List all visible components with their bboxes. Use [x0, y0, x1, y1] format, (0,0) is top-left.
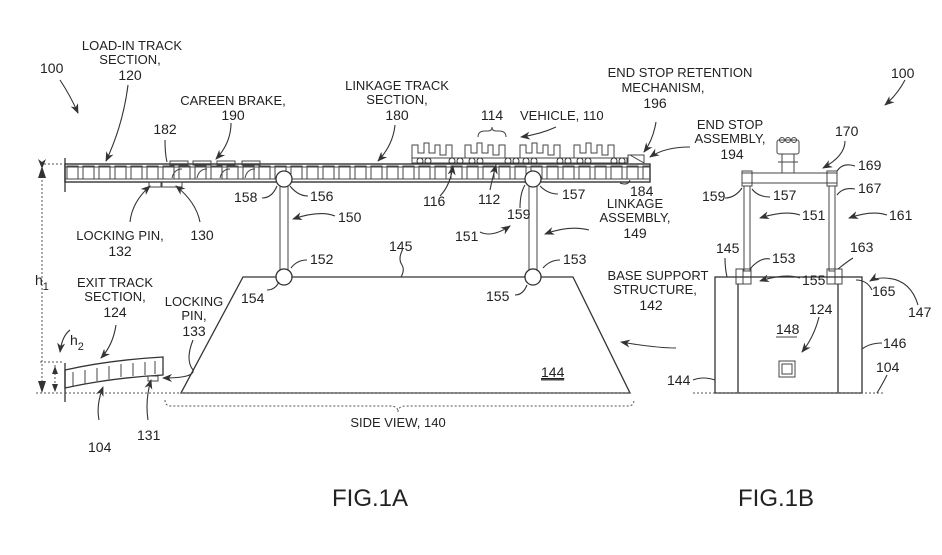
ref-104: 104 — [88, 439, 112, 455]
base-support-label-1: BASE SUPPORT — [608, 268, 709, 283]
ref-170: 170 — [835, 123, 859, 139]
ref-153: 153 — [563, 251, 587, 267]
ref-167: 167 — [858, 180, 882, 196]
end-stop-retention-label-1: END STOP RETENTION — [608, 65, 753, 80]
load-in-label-3: 120 — [118, 67, 142, 83]
side-view-label: SIDE VIEW, 140 — [350, 415, 445, 430]
careen-brake-blocks — [169, 160, 261, 179]
careen-brake-label-1: CAREEN BRAKE, — [180, 93, 285, 108]
base-box — [714, 276, 863, 394]
ref-151-b: 151 — [802, 207, 826, 223]
linkage-track-label-1: LINKAGE TRACK — [345, 78, 449, 93]
base-support-label-3: 142 — [639, 297, 663, 313]
ref-148: 148 — [776, 321, 800, 337]
fig1a: 100 LOAD-IN TRACK SECTION, 120 CAREEN BR… — [35, 38, 766, 512]
ref-158: 158 — [234, 189, 258, 205]
ref-184: 184 — [630, 183, 654, 199]
linkage-151 — [524, 170, 542, 286]
end-stop-assembly-label-2: ASSEMBLY, — [694, 131, 765, 146]
ref-155: 155 — [486, 288, 510, 304]
base-support-label-2: STRUCTURE, — [613, 282, 697, 297]
ref-124-b: 124 — [809, 301, 833, 317]
ref-144-b: 144 — [667, 372, 691, 388]
locking-pin-132-label-1: LOCKING PIN, — [76, 228, 163, 243]
locking-pin-132-label-2: 132 — [108, 243, 132, 259]
locking-pin-132 — [148, 181, 162, 188]
ref-150: 150 — [338, 209, 362, 225]
linkage-assembly-label-1: LINKAGE — [607, 196, 664, 211]
linkage-track-label-2: SECTION, — [366, 92, 427, 107]
ref-116: 116 — [423, 193, 446, 209]
linkage-assembly-label-3: 149 — [623, 225, 647, 241]
load-in-label-1: LOAD-IN TRACK — [82, 38, 182, 53]
locking-pin-133-label-3: 133 — [182, 323, 206, 339]
ref-157-b: 157 — [773, 187, 797, 203]
exit-track-124-end — [778, 360, 796, 378]
top-crossbar-170 — [741, 172, 838, 184]
ref-169: 169 — [858, 157, 882, 173]
load-in-label-2: SECTION, — [99, 52, 160, 67]
ref-100: 100 — [40, 60, 64, 76]
ref-131: 131 — [137, 427, 161, 443]
ref-155-b: 155 — [802, 272, 826, 288]
end-stop-retention-label-2: MECHANISM, — [621, 80, 704, 95]
ref-104-b: 104 — [876, 359, 900, 375]
labels-1b: 100 170 169 167 159 157 151 161 145 153 … — [667, 65, 932, 512]
ref-161: 161 — [889, 207, 913, 223]
vehicle — [411, 142, 628, 165]
post-161 — [828, 185, 836, 272]
end-stop-top — [776, 137, 800, 174]
fig1a-caption: FIG.1A — [332, 485, 408, 512]
ref-151: 151 — [455, 228, 479, 244]
ref-147: 147 — [908, 304, 932, 320]
fig1b-caption: FIG.1B — [738, 485, 814, 512]
ref-153-b: 153 — [772, 250, 796, 266]
ref-157: 157 — [562, 186, 586, 202]
side-view-brace — [164, 399, 635, 413]
main-track — [40, 158, 651, 192]
leaders-1b — [692, 79, 919, 394]
linkage-150 — [275, 170, 293, 286]
fig1b: 100 170 169 167 159 157 151 161 145 153 … — [667, 65, 932, 512]
ref-145-b: 145 — [716, 240, 740, 256]
exit-track-label-2: SECTION, — [84, 289, 145, 304]
ref-144: 144 — [541, 364, 565, 380]
h1-label: h1 — [35, 272, 49, 293]
ref-114: 114 — [481, 107, 504, 123]
labels-1a: 100 LOAD-IN TRACK SECTION, 120 CAREEN BR… — [35, 38, 766, 512]
h2-label: h2 — [70, 332, 84, 353]
ref-100-b: 100 — [891, 65, 915, 81]
linkage-track-label-3: 180 — [385, 107, 409, 123]
ref-159-b: 159 — [702, 188, 726, 204]
exit-track-label-1: EXIT TRACK — [77, 275, 153, 290]
locking-pin-133-label-2: PIN, — [181, 308, 206, 323]
ref-156: 156 — [310, 188, 334, 204]
end-stop-retention-label-3: 196 — [643, 95, 667, 111]
dimension-h2 — [40, 361, 62, 392]
post-151 — [743, 185, 751, 272]
vehicle-label: VEHICLE, 110 — [520, 108, 604, 123]
ref-112: 112 — [478, 191, 501, 207]
ref-159: 159 — [507, 206, 531, 222]
ref-130: 130 — [190, 227, 214, 243]
end-stop-assembly-label-1: END STOP — [697, 117, 763, 132]
end-stop-assembly — [627, 154, 645, 164]
locking-pin-131 — [147, 375, 159, 382]
exit-track-label-3: 124 — [103, 304, 127, 320]
end-stop-assembly-label-3: 194 — [720, 146, 744, 162]
ref-146: 146 — [883, 335, 907, 351]
ref-145: 145 — [389, 238, 413, 254]
locking-pin-133-label-1: LOCKING — [165, 294, 224, 309]
lock-assembly-130 — [161, 181, 183, 188]
ref-163: 163 — [850, 239, 874, 255]
ref-165: 165 — [872, 283, 896, 299]
dimension-h1 — [36, 159, 62, 394]
ref-154: 154 — [241, 290, 265, 306]
linkage-assembly-label-2: ASSEMBLY, — [599, 210, 670, 225]
ref-182: 182 — [153, 121, 177, 137]
careen-brake-label-2: 190 — [221, 107, 245, 123]
ref-152: 152 — [310, 251, 334, 267]
leaders-1a — [57, 79, 691, 421]
exit-track — [64, 356, 164, 402]
